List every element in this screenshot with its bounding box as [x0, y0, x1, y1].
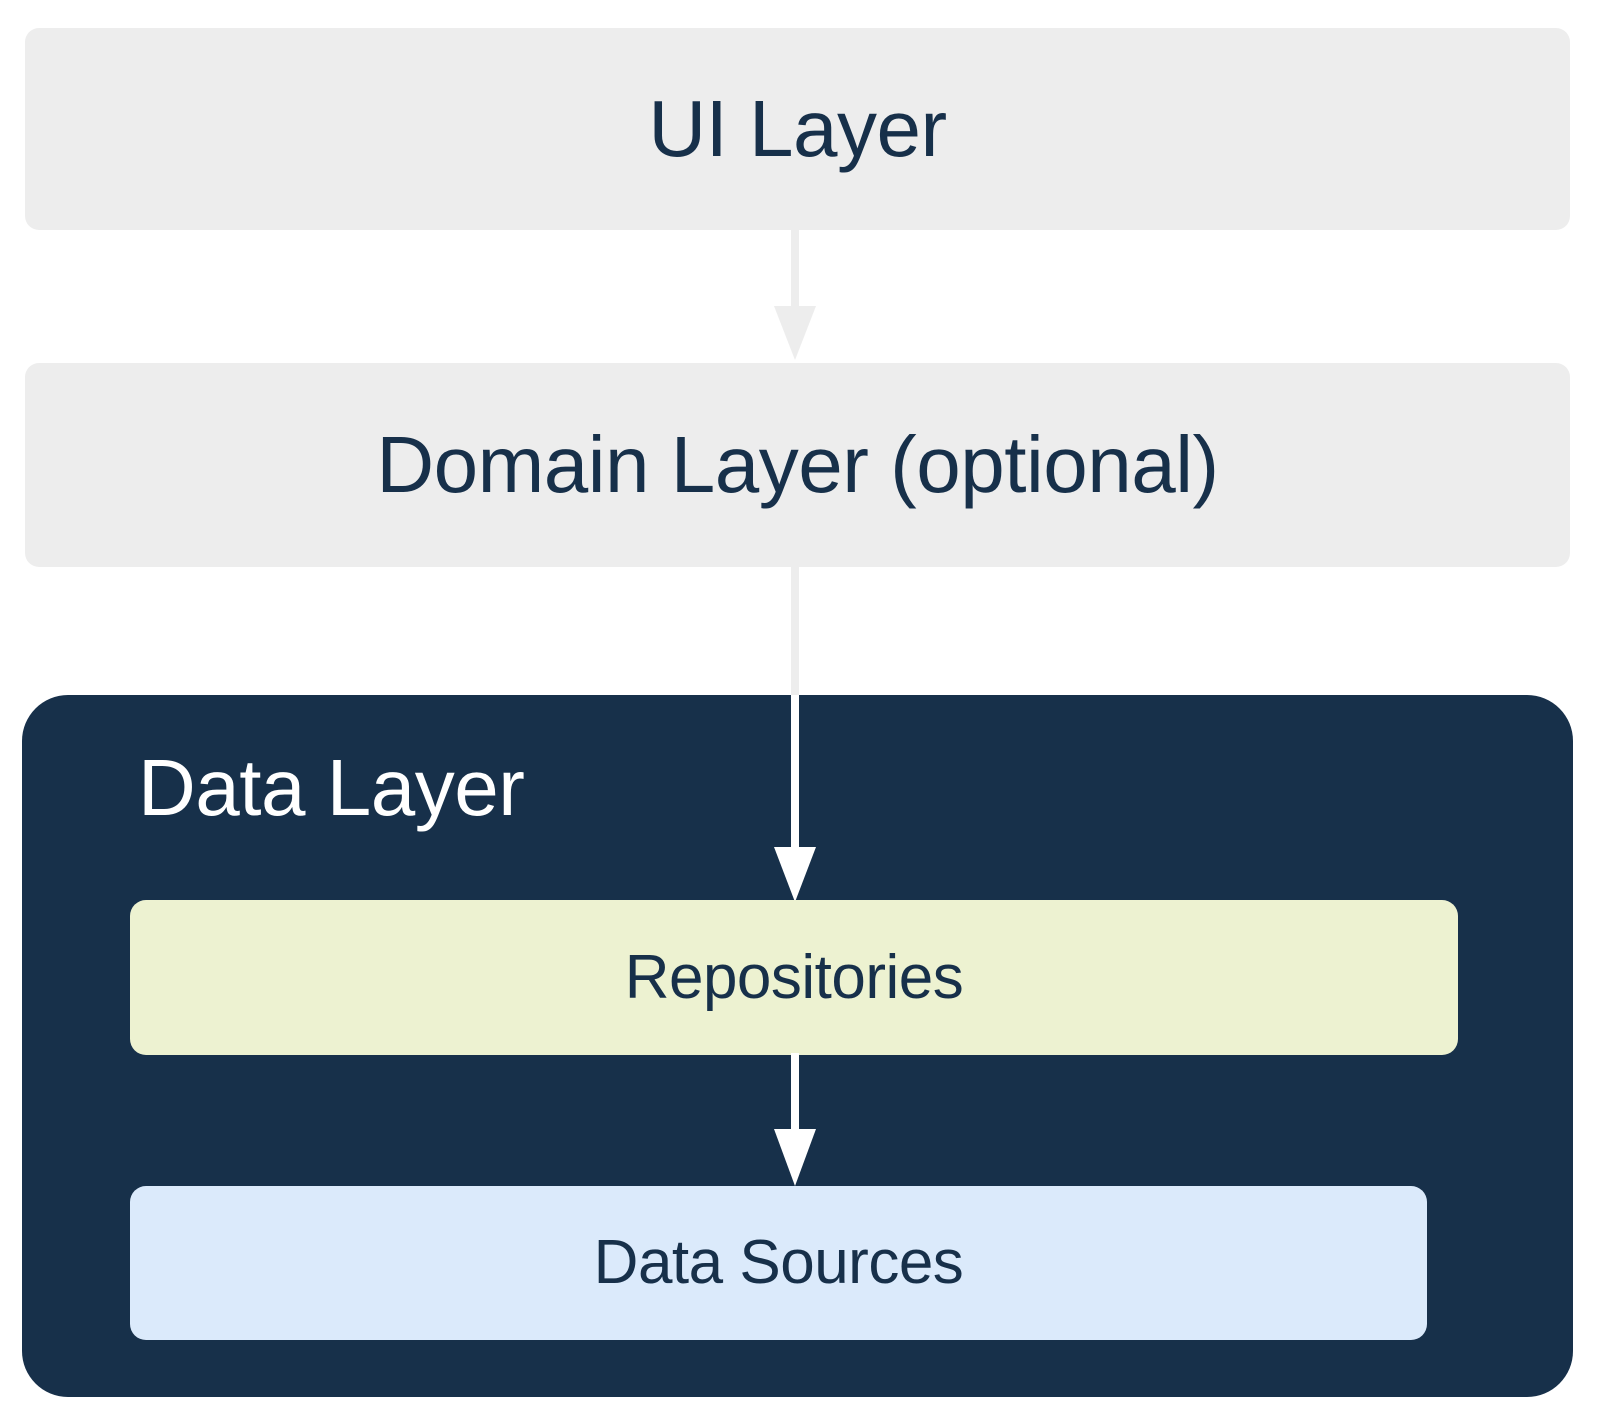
data-sources-box[interactable]: Data Sources [130, 1186, 1427, 1340]
data-layer-title: Data Layer [138, 743, 525, 832]
repositories-box[interactable]: Repositories [130, 900, 1458, 1055]
domain-layer-box[interactable]: Domain Layer (optional) [25, 363, 1570, 567]
ui-layer-label: UI Layer [648, 84, 947, 173]
domain-layer-label: Domain Layer (optional) [376, 420, 1219, 509]
arrow-ui-to-domain-icon [774, 228, 816, 360]
ui-layer-box[interactable]: UI Layer [25, 28, 1570, 230]
data-sources-label: Data Sources [593, 1228, 964, 1297]
repositories-label: Repositories [624, 942, 964, 1012]
